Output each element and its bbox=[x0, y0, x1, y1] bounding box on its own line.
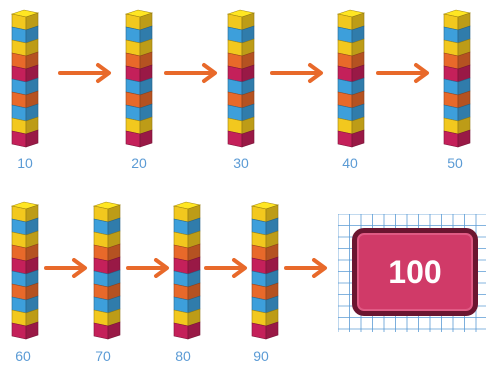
count-label-10: 10 bbox=[17, 155, 33, 171]
right-arrow-icon bbox=[204, 258, 247, 278]
count-label-80: 80 bbox=[175, 348, 191, 364]
ten-cube-tower-20 bbox=[124, 8, 154, 148]
right-arrow-icon bbox=[164, 63, 217, 83]
right-arrow-icon bbox=[58, 63, 111, 83]
cube-face bbox=[139, 129, 153, 148]
count-label-70: 70 bbox=[95, 348, 111, 364]
count-label-60: 60 bbox=[15, 348, 31, 364]
ten-cube-tower-70 bbox=[92, 200, 122, 340]
hundred-label: 100 bbox=[388, 253, 442, 290]
cube-face bbox=[337, 130, 353, 148]
cube-face bbox=[457, 129, 471, 148]
cube-face bbox=[25, 321, 39, 340]
count-label-90: 90 bbox=[253, 348, 269, 364]
count-label-50: 50 bbox=[447, 155, 463, 171]
right-arrow-icon bbox=[376, 63, 429, 83]
cube-face bbox=[443, 130, 459, 148]
cube-face bbox=[351, 129, 365, 148]
count-label-20: 20 bbox=[131, 155, 147, 171]
cube-face bbox=[187, 321, 201, 340]
cube-face bbox=[265, 321, 279, 340]
count-label-30: 30 bbox=[233, 155, 249, 171]
ten-cube-tower-10 bbox=[10, 8, 40, 148]
ten-cube-tower-30 bbox=[226, 8, 256, 148]
hundred-tile: 100 bbox=[352, 228, 478, 316]
cube-face bbox=[93, 322, 109, 340]
cube-face bbox=[25, 129, 39, 148]
cube-face bbox=[227, 130, 243, 148]
right-arrow-icon bbox=[284, 258, 327, 278]
right-arrow-icon bbox=[126, 258, 169, 278]
cube-face bbox=[125, 130, 141, 148]
cube-face bbox=[241, 129, 255, 148]
ten-cube-tower-80 bbox=[172, 200, 202, 340]
cube-face bbox=[11, 322, 27, 340]
cube-face bbox=[107, 321, 121, 340]
ten-cube-tower-60 bbox=[10, 200, 40, 340]
ten-cube-tower-40 bbox=[336, 8, 366, 148]
cube-face bbox=[173, 322, 189, 340]
right-arrow-icon bbox=[44, 258, 87, 278]
right-arrow-icon bbox=[270, 63, 323, 83]
ten-cube-tower-50 bbox=[442, 8, 472, 148]
count-label-40: 40 bbox=[342, 155, 358, 171]
cube-face bbox=[11, 130, 27, 148]
cube-face bbox=[251, 322, 267, 340]
ten-cube-tower-90 bbox=[250, 200, 280, 340]
